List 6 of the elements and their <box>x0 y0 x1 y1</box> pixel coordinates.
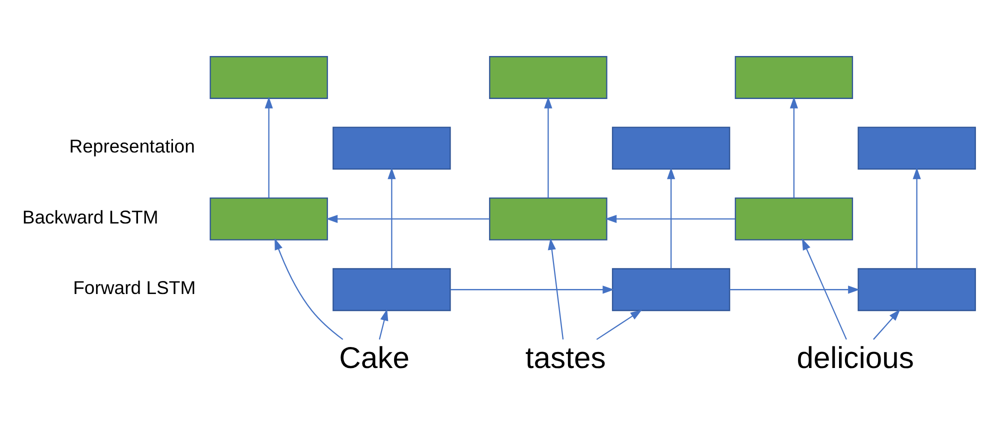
node-text: Cake <box>339 342 410 375</box>
node-text: delicious <box>796 342 914 375</box>
node-text: tastes <box>525 342 606 375</box>
label: Backward LSTM <box>22 206 158 227</box>
label: Representation <box>69 135 195 156</box>
label: Forward LSTM <box>73 276 196 298</box>
